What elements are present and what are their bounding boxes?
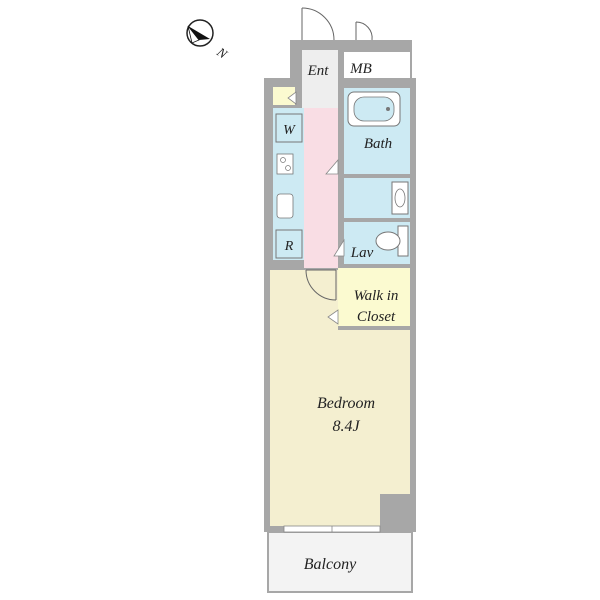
bedroom-door: [305, 269, 337, 301]
fridge-space-icon: [275, 229, 303, 259]
entrance-label: Ent: [307, 63, 330, 79]
hallway-floor: [304, 108, 338, 268]
bedroom-label: Bedroom: [317, 395, 375, 412]
walk-in-closet-label-1: Walk in: [354, 288, 399, 304]
bedroom-window: [283, 525, 381, 533]
closet-door: [327, 309, 339, 325]
bedroom-size-label: 8.4J: [332, 418, 360, 435]
north-arrow-icon: N: [186, 19, 231, 63]
entrance-floor: [302, 50, 338, 108]
bath-label: Bath: [364, 136, 392, 152]
washbasin-icon: [391, 181, 409, 215]
washer-label: W: [283, 123, 296, 138]
balcony-label: Balcony: [304, 556, 357, 573]
refrigerator-label: R: [284, 239, 294, 254]
entrance-door: [301, 7, 335, 41]
sink-icon: [276, 193, 294, 219]
lavatory-label: Lav: [350, 245, 374, 261]
bathtub-icon: [347, 91, 401, 127]
meter-box-area: [344, 52, 410, 78]
stove-icon: [276, 153, 294, 175]
walk-in-closet-floor: [338, 268, 410, 326]
bedroom-floor: [270, 270, 410, 526]
shoe-cabinet-door: [287, 91, 297, 105]
meter-box-door: [355, 21, 373, 41]
lavatory-door: [333, 238, 345, 257]
shoe-cabinet: [273, 87, 295, 105]
meter-box-label: MB: [349, 61, 372, 77]
balcony-floor: [267, 531, 413, 593]
north-label: N: [213, 44, 231, 63]
walk-in-closet-label-2: Closet: [357, 309, 396, 325]
washer-space-icon: [275, 113, 303, 143]
toilet-icon: [375, 225, 409, 257]
washroom-door: [325, 158, 339, 175]
